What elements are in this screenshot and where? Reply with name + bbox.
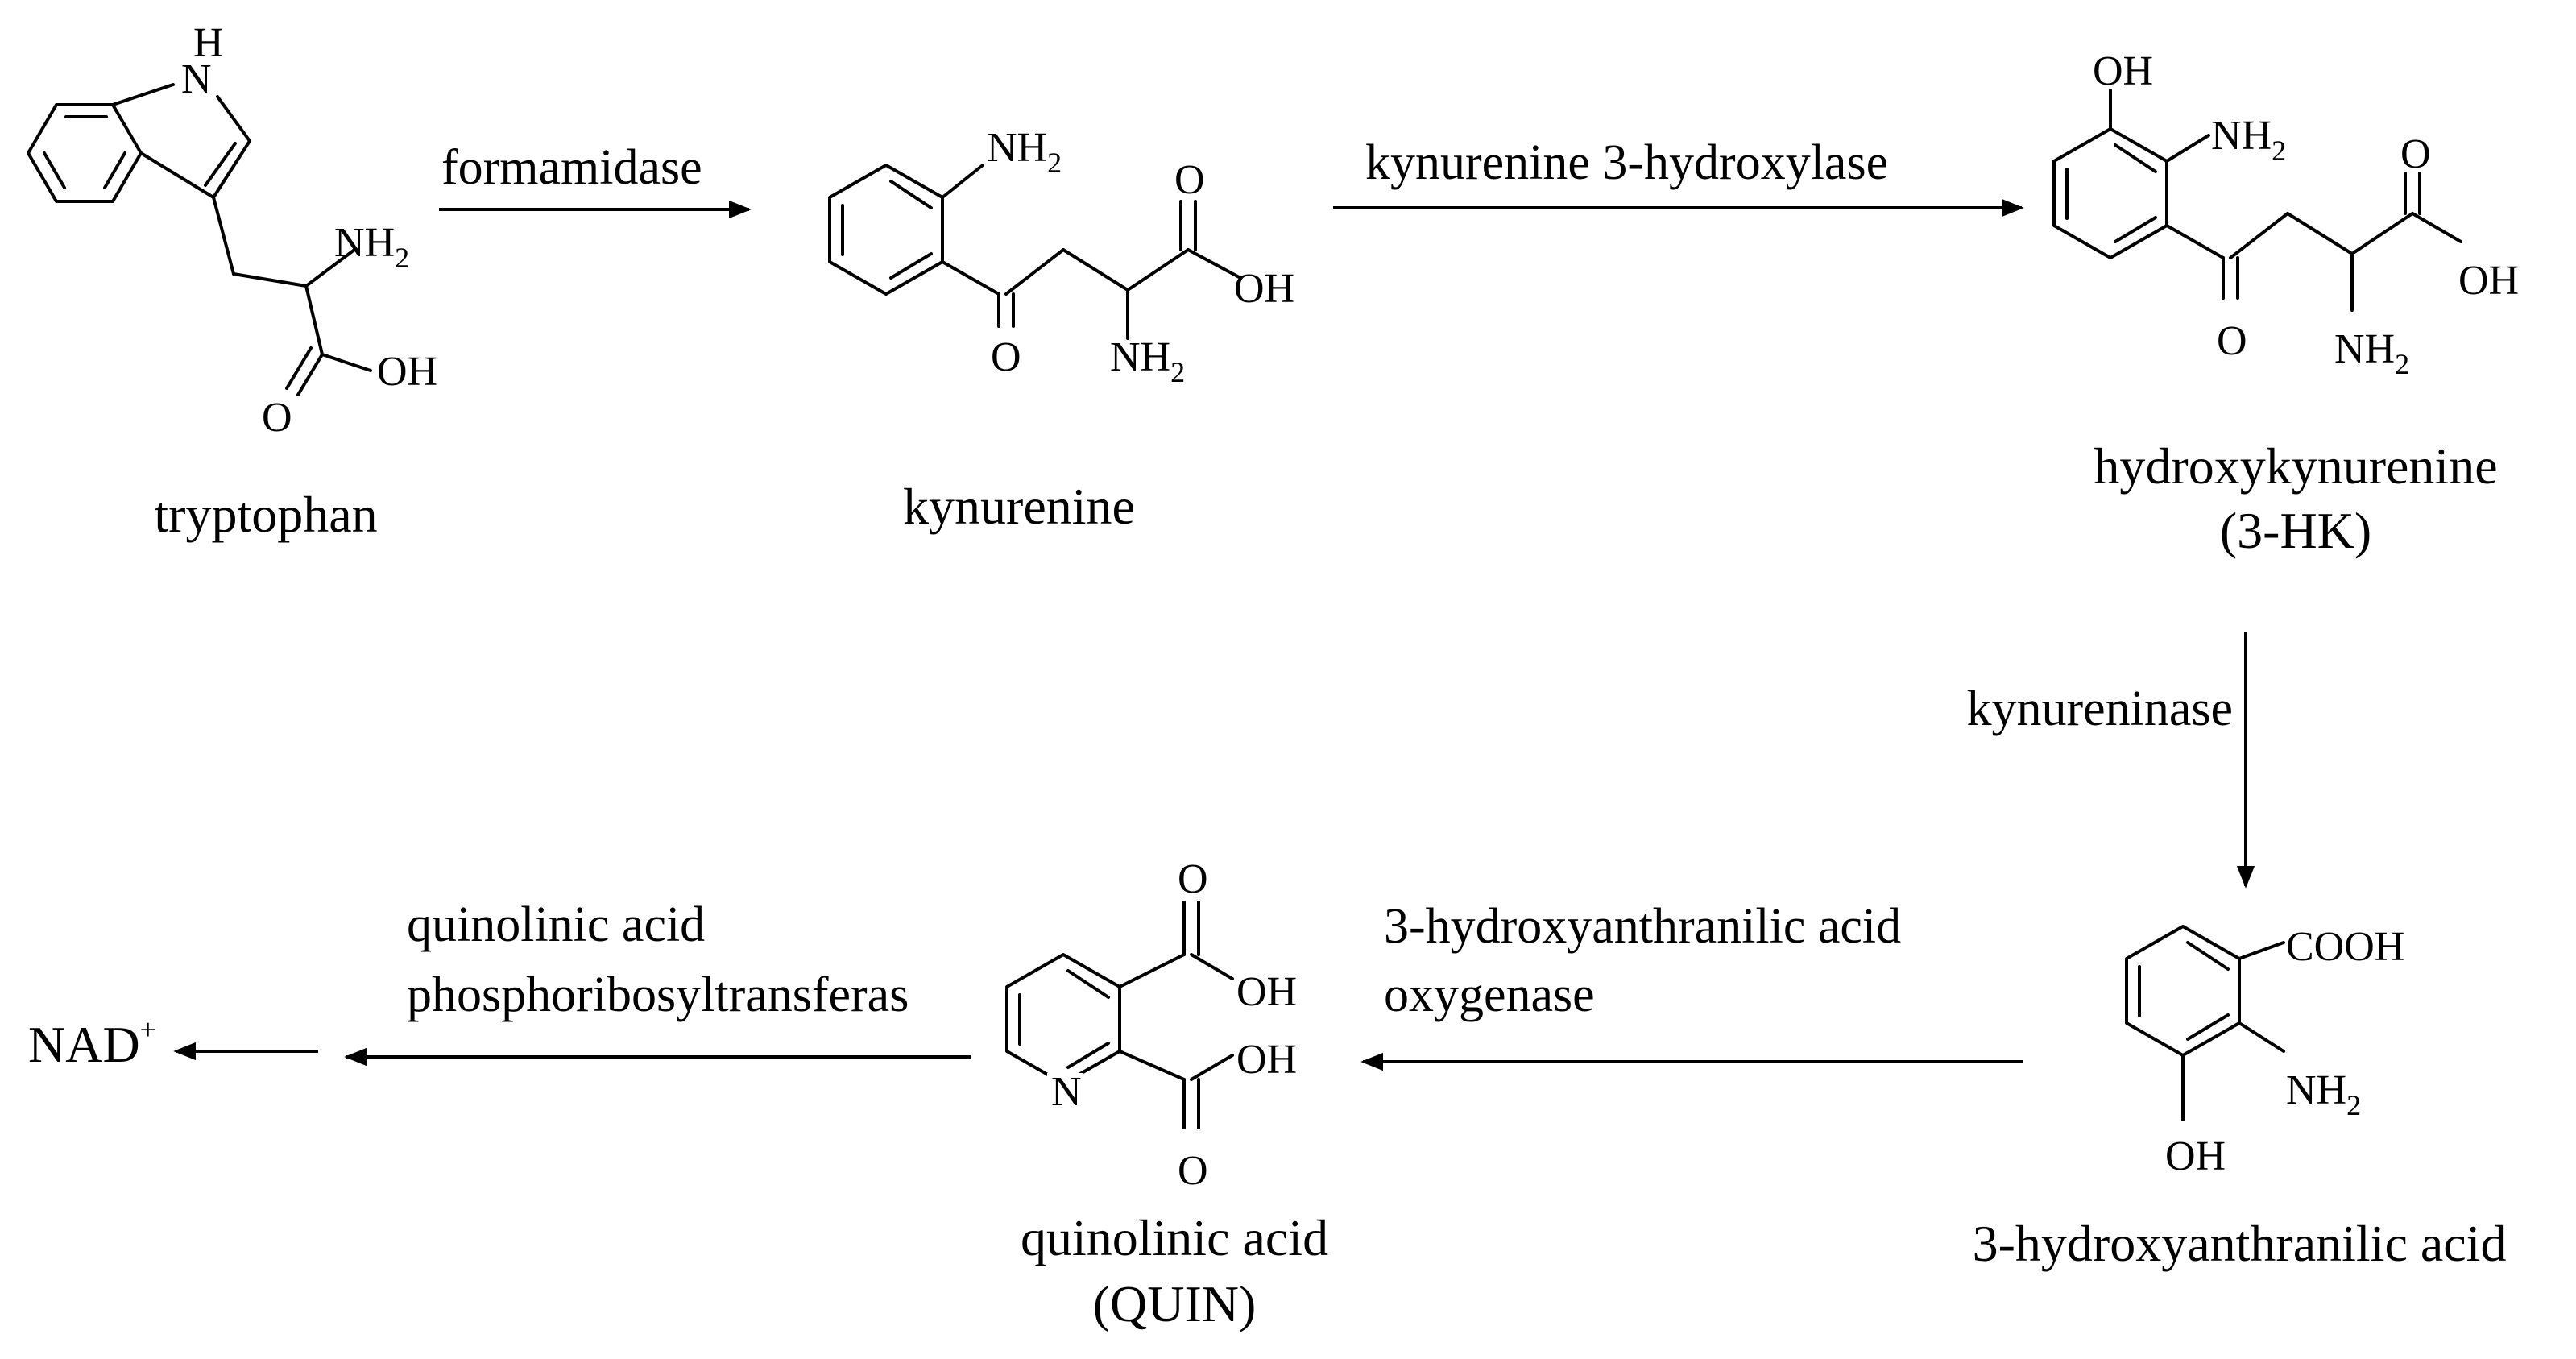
tryptophan-n-label: N — [181, 56, 212, 102]
enzyme-kynureninase-label: kynureninase — [1966, 682, 2233, 736]
tryptophan-o-label: O — [262, 395, 292, 441]
quinolinic-n-label: N — [1051, 1069, 1082, 1115]
hydroxyanthranilic-oh-label: OH — [2165, 1133, 2226, 1179]
hydroxykynurenine-oh-label: OH — [2458, 258, 2519, 304]
hydroxykynurenine-o-top-label: O — [2400, 131, 2431, 177]
quinolinic-o-bottom-label: O — [1178, 1148, 1208, 1194]
enzyme-qprt-line1-label: quinolinic acid — [407, 897, 705, 952]
tryptophan-nh2-label: NH2 — [334, 220, 409, 274]
enzyme-kynurenine-3-hydroxylase-label: kynurenine 3-hydroxylase — [1365, 135, 1888, 190]
hydroxyanthranilic-cooh-label: COOH — [2286, 924, 2404, 970]
hydroxykynurenine-nh2-bottom-label: NH2 — [2334, 326, 2409, 380]
kynurenine-structure: NH2 O OH O NH2 — [828, 125, 1294, 388]
hydroxyanthranilic-acid-label: 3-hydroxyanthranilic acid — [1973, 1215, 2507, 1272]
quinolinic-acid-label: quinolinic acid — [1021, 1209, 1328, 1266]
quinolinic-o-top-label: O — [1178, 856, 1208, 902]
quinolinic-acid-abbrev-label: (QUIN) — [1093, 1275, 1257, 1332]
tryptophan-h-label: H — [193, 20, 224, 66]
hydroxykynurenine-structure: OH NH2 O OH O NH2 — [2052, 48, 2519, 380]
hydroxyanthranilic-acid-structure: COOH NH2 OH — [2125, 924, 2404, 1179]
nad-label: NAD+ — [28, 1013, 156, 1073]
enzyme-haao-line2-label: oxygenase — [1384, 967, 1595, 1022]
tryptophan-label: tryptophan — [154, 486, 377, 543]
quinolinic-acid-structure: N O OH OH O — [1005, 856, 1297, 1194]
kynurenine-o-top-label: O — [1174, 157, 1205, 203]
enzyme-qprt-line2-label: phosphoribosyltransferas — [407, 967, 909, 1022]
quinolinic-oh-top-label: OH — [1236, 969, 1297, 1015]
kynurenine-oh-label: OH — [1234, 266, 1294, 312]
hydroxykynurenine-abbrev-label: (3-HK) — [2220, 502, 2371, 559]
hydroxyanthranilic-nh2-label: NH2 — [2286, 1067, 2361, 1121]
enzyme-haao-line1-label: 3-hydroxyanthranilic acid — [1384, 899, 1901, 954]
quinolinic-oh-bottom-label: OH — [1236, 1037, 1297, 1083]
kynurenine-label: kynurenine — [903, 478, 1135, 535]
hydroxykynurenine-oh-top-label: OH — [2093, 48, 2153, 94]
hydroxykynurenine-nh2-top-label: NH2 — [2211, 113, 2286, 167]
enzyme-formamidase-label: formamidase — [441, 140, 702, 195]
hydroxykynurenine-o-ketone-label: O — [2217, 318, 2247, 364]
tryptophan-structure: H N NH2 O OH — [27, 20, 437, 441]
kynurenine-o-ketone-label: O — [991, 334, 1021, 380]
kynurenine-nh2-bottom-label: NH2 — [1110, 334, 1185, 388]
tryptophan-oh-label: OH — [377, 349, 437, 395]
kynurenine-nh2-top-label: NH2 — [987, 125, 1062, 179]
hydroxykynurenine-label: hydroxykynurenine — [2094, 437, 2497, 495]
